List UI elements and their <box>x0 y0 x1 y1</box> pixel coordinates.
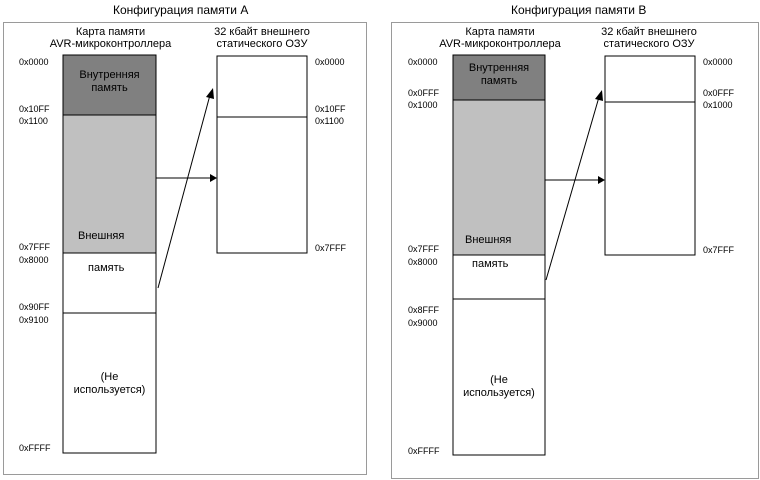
config-b-diag-arrowhead <box>595 90 603 101</box>
config-b-addr-left: 0x8FFF <box>408 305 440 315</box>
config-b-addr-left: 0x7FFF <box>408 244 440 254</box>
config-b-avr-header-line2: AVR-микроконтроллера <box>439 38 561 50</box>
config-a-mid-arrowhead <box>210 174 217 182</box>
config-b-title: Конфигурация памяти B <box>511 3 647 17</box>
config-a-external-lower-region <box>62 252 157 314</box>
config-a-sram-header: 32 кбайт внешнего статического ОЗУ <box>203 26 321 50</box>
config-a-addr-right: 0x0000 <box>315 57 345 67</box>
config-a-addr-left: 0x1100 <box>19 116 48 126</box>
config-a-internal-label: Внутренняя память <box>63 69 156 95</box>
config-a-diag-arrow <box>157 94 211 289</box>
config-b-sram-block <box>604 55 696 256</box>
config-a-title: Конфигурация памяти A <box>113 3 249 17</box>
config-a-addr-left: 0x9100 <box>19 315 49 325</box>
config-b-addr-right: 0x1000 <box>703 100 733 110</box>
config-b-internal-label: Внутренняя память <box>453 62 545 88</box>
config-b-diag-arrow <box>545 96 600 281</box>
config-b-unused-label-line1: (Не <box>490 374 508 386</box>
config-a-unused-region <box>62 312 157 454</box>
config-a-avr-header: Карта памяти AVR-микроконтроллера <box>48 26 173 50</box>
config-a-addr-right: 0x10FF <box>315 104 346 114</box>
config-a-sram-block <box>216 55 308 254</box>
config-b-addr-left: 0xFFFF <box>408 446 440 456</box>
config-a-addr-right: 0x7FFF <box>315 243 347 253</box>
config-b-unused-label-line2: используется) <box>463 387 535 399</box>
config-b-addr-left: 0x1000 <box>408 100 438 110</box>
config-b-sram-header-line2: статического ОЗУ <box>603 38 695 50</box>
config-a-unused-label-line2: используется) <box>73 384 146 396</box>
config-b-addr-right: 0x0FFF <box>703 88 735 98</box>
config-b-sram-header-line1: 32 кбайт внешнего <box>601 26 697 38</box>
config-b-mid-arrowhead <box>598 176 605 184</box>
config-a-external-region <box>62 114 157 254</box>
config-b-external-label-line1: Внешняя <box>465 234 512 246</box>
config-b-unused-label: (Не используется) <box>453 374 545 400</box>
config-b-internal-region <box>452 54 546 101</box>
config-a-addr-right: 0x1100 <box>315 116 344 126</box>
config-b-avr-header-line1: Карта памяти <box>465 26 535 38</box>
config-b-external-region <box>452 99 546 256</box>
config-a-external-label-line1: Внешняя <box>78 230 125 242</box>
config-a-addr-left: 0x0000 <box>19 57 49 67</box>
config-b-sram-header: 32 кбайт внешнего статического ОЗУ <box>589 26 709 50</box>
config-a-diag-arrowhead <box>206 88 214 99</box>
config-a-addr-left: 0x90FF <box>19 302 50 312</box>
config-a-internal-region <box>62 54 157 116</box>
config-a-internal-label-line1: Внутренняя <box>79 69 140 81</box>
config-a-avr-header-line1: Карта памяти <box>75 26 146 38</box>
config-b-unused-region <box>452 298 546 456</box>
config-b-addr-left: 0x8000 <box>408 257 438 267</box>
config-b-addr-left: 0x0FFF <box>408 88 440 98</box>
config-a-external-label-line2: память <box>88 262 125 274</box>
config-a-sram-header-line2: статического ОЗУ <box>216 38 308 50</box>
config-b-internal-label-line2: память <box>480 75 518 87</box>
config-a-internal-label-line2: память <box>91 82 128 94</box>
config-a-unused-label: (Не используется) <box>63 371 156 397</box>
config-a-addr-left: 0x7FFF <box>19 242 51 252</box>
config-a-addr-left: 0x8000 <box>19 255 49 265</box>
config-b-addr-right: 0x0000 <box>703 57 733 67</box>
config-b-external-lower-region <box>452 254 546 300</box>
config-b-addr-right: 0x7FFF <box>703 245 735 255</box>
config-a-unused-label-line1: (Не <box>100 371 119 383</box>
config-b-external-label-line2: память <box>472 258 509 270</box>
config-b-internal-label-line1: Внутренняя <box>468 62 530 74</box>
config-a-addr-left: 0xFFFF <box>19 443 51 453</box>
config-a-addr-left: 0x10FF <box>19 104 50 114</box>
config-b-avr-header: Карта памяти AVR-микроконтроллера <box>435 26 565 50</box>
config-b-addr-left: 0x0000 <box>408 57 438 67</box>
config-a-avr-header-line2: AVR-микроконтроллера <box>49 38 172 50</box>
config-a-sram-header-line1: 32 кбайт внешнего <box>214 26 310 38</box>
config-b-panel <box>391 22 759 479</box>
config-b-addr-left: 0x9000 <box>408 318 438 328</box>
